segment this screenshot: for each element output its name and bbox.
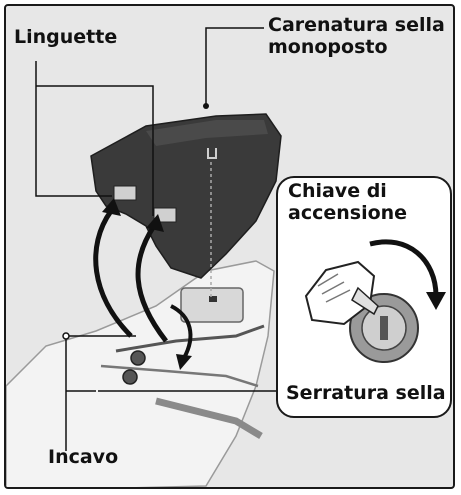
cowl-label: Carenatura sella monoposto (268, 14, 445, 58)
seat-mount-bracket (181, 288, 243, 322)
turn-arrow (370, 242, 436, 296)
ignition-key-label: Chiave di accensione (288, 180, 407, 224)
seat-mount-slot (209, 296, 217, 302)
insert-arrow-left (96, 211, 131, 336)
recess-hole-lower (123, 370, 137, 384)
turn-arrow-head (426, 292, 446, 310)
cowl-leader-dot (203, 103, 209, 109)
seat-lock-keyhole (380, 316, 388, 340)
cowl-leader-line (206, 28, 264, 106)
diagram-frame: Linguette Carenatura sella monoposto Chi… (4, 4, 455, 489)
recess-leader-dot (63, 333, 69, 339)
cowl-tab-left (114, 186, 136, 200)
tabs-label: Linguette (14, 26, 117, 48)
recess-hole-upper (131, 351, 145, 365)
seat-lock-label: Serratura sella (286, 382, 446, 404)
recess-label: Incavo (48, 446, 118, 468)
